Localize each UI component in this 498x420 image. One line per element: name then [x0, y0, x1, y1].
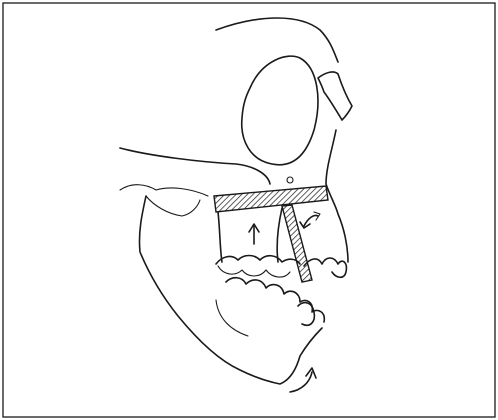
- infraorbital-foramen: [287, 177, 293, 183]
- cranium-outline: [216, 18, 338, 62]
- zygoma: [120, 148, 270, 184]
- lower-teeth: [226, 278, 324, 322]
- nasal-bone: [318, 72, 352, 120]
- maxilla-segment: [218, 208, 282, 262]
- upper-molars: [218, 266, 290, 277]
- mandible-body-inner: [216, 300, 248, 336]
- up-arrow-icon: [249, 224, 259, 244]
- bidirectional-arrow-icon: [300, 212, 320, 228]
- orbit: [242, 56, 318, 165]
- figure-frame: [3, 3, 495, 417]
- ramus: [146, 196, 200, 216]
- le-fort-osteotomy-bar: [214, 186, 328, 212]
- vertical-osteotomy-bar: [282, 205, 312, 282]
- maxilla-anterior: [326, 130, 348, 262]
- zygomatic-arch: [120, 185, 208, 196]
- lower-incisor: [298, 303, 314, 326]
